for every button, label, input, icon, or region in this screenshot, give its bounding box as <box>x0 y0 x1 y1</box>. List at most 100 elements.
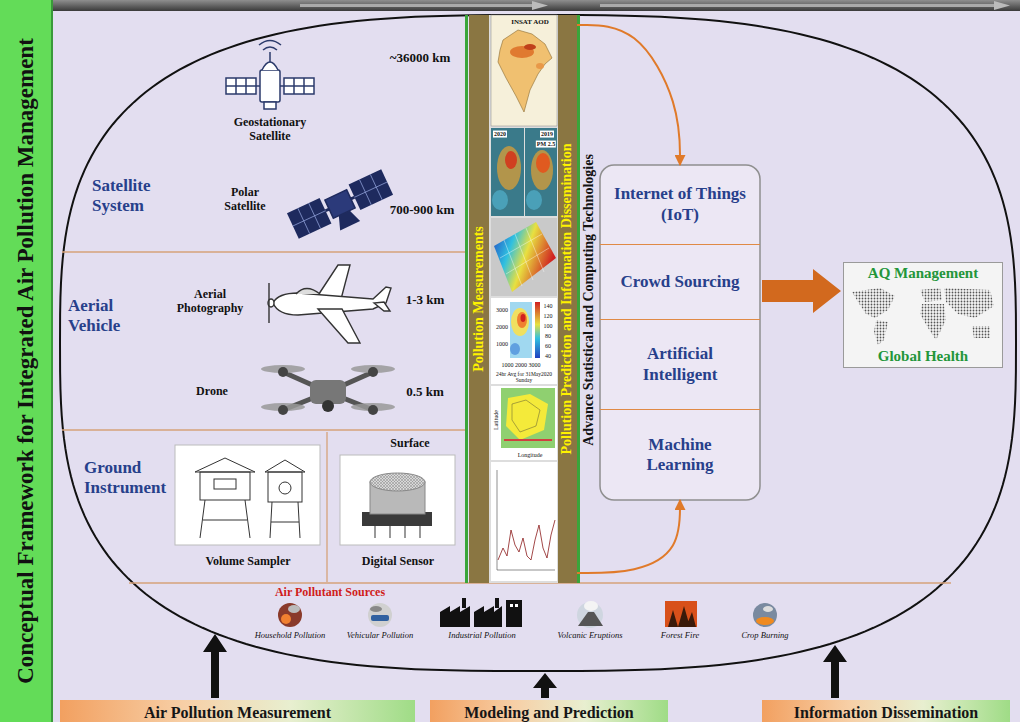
crop-burning-source <box>753 603 777 627</box>
geostationary-satellite <box>284 85 314 87</box>
world-map <box>920 288 942 302</box>
geostationary-satellite <box>269 52 271 62</box>
node-text: Ground Instrument <box>84 458 174 497</box>
source-label-box: Volcanic Eruptions <box>558 631 623 641</box>
technology-section: Artificial Intelligent <box>600 320 760 410</box>
volume-sampler <box>175 445 320 545</box>
contour-plot <box>517 312 527 328</box>
technology-heading-box: Advance Statistical and Computing Techno… <box>581 154 597 446</box>
colorbar-tick-box: 80 <box>545 333 551 340</box>
colorbar-tick: 120 <box>544 313 553 320</box>
framework-ellipse <box>60 15 1016 671</box>
industry-source <box>495 598 499 608</box>
world-map <box>944 288 994 318</box>
household-source <box>288 605 300 613</box>
node-text: Air Pollution Measurement <box>144 704 331 722</box>
industry-source <box>510 604 513 607</box>
axis-tick: 1000 <box>496 341 508 348</box>
title-bar: Conceptual Framework for Integrated Air … <box>0 0 52 722</box>
distance-label-box: ~36000 km <box>390 51 451 66</box>
contour-plot <box>491 298 557 384</box>
map-title: PM 2.5 <box>536 141 556 148</box>
surface-plot <box>491 218 557 296</box>
geostationary-satellite <box>260 70 280 102</box>
measurement-column <box>465 15 580 583</box>
plot-caption: 24hr Avg for 31May2020 Sunday <box>492 371 556 384</box>
measurement-column <box>465 15 468 583</box>
colorbar-tick-box: 100 <box>544 323 553 330</box>
outcome-box: AQ ManagementGlobal Health <box>843 262 1003 368</box>
digital-sensor <box>340 455 455 545</box>
volume-sampler <box>279 482 291 494</box>
geostationary-satellite <box>263 47 277 50</box>
pm25-map <box>491 128 524 216</box>
region-map <box>501 388 555 448</box>
region-map <box>491 386 557 460</box>
upward-arrow <box>203 634 847 698</box>
volume-sampler <box>271 522 299 523</box>
volume-sampler <box>195 458 305 538</box>
row-divider <box>62 251 465 252</box>
insat-aod-map <box>536 63 544 69</box>
world-map <box>843 262 1003 368</box>
world-map <box>843 262 1003 368</box>
volume-sampler <box>175 445 320 545</box>
surface-plot <box>494 222 556 292</box>
forest-fire-source <box>665 601 697 627</box>
crop-burning-source <box>756 617 774 625</box>
band-heading: Ground Instrument <box>84 450 174 506</box>
aerial-plane <box>296 289 320 295</box>
geostationary-satellite <box>259 41 281 46</box>
node-text: AQ Management <box>868 265 978 282</box>
axis-title: Longitude <box>518 452 543 459</box>
insat-aod-map <box>491 15 557 126</box>
title-text: Conceptual Framework for Integrated Air … <box>13 38 39 684</box>
crop-burning-source <box>753 603 777 627</box>
vertical-strip: Pollution Measurements <box>469 15 489 583</box>
drone <box>368 405 378 415</box>
distance-label: 0.5 km <box>406 385 444 400</box>
industry-source <box>474 606 502 627</box>
industry-source <box>462 598 466 608</box>
industry-source <box>506 600 522 627</box>
node-text: Information Dissemination <box>794 704 978 722</box>
technology-section: Machine Learning <box>600 410 760 500</box>
world-map <box>920 304 946 340</box>
geostationary-satellite <box>226 85 256 87</box>
band-heading: Aerial Vehicle <box>68 288 158 344</box>
geostationary-satellite <box>262 62 278 70</box>
region-map <box>491 386 557 460</box>
source-label: Crop Burning <box>741 631 788 641</box>
map-title-box: INSAT AOD <box>511 18 549 26</box>
top-bar <box>53 0 1020 11</box>
polar-satellite <box>287 198 331 239</box>
forest-fire-source <box>665 601 697 627</box>
vehicle-source <box>368 603 392 627</box>
stage-bar: Modeling and Prediction <box>430 700 668 722</box>
distance-label: 1-3 km <box>406 293 445 308</box>
colorbar-tick: 60 <box>545 343 551 350</box>
polar-satellite <box>293 211 326 226</box>
digital-sensor <box>340 455 455 545</box>
platform-label: Geostationary Satellite <box>220 116 320 144</box>
node-text: Pollution Prediction and Information Dis… <box>560 144 576 455</box>
digital-sensor <box>419 526 421 538</box>
surface-plot <box>506 248 549 274</box>
stage-bar: Air Pollution Measurement <box>60 700 415 722</box>
colorbar-tick: 140 <box>544 303 553 310</box>
source-label-box: Industrial Pollution <box>448 631 515 641</box>
row-divider <box>62 429 465 430</box>
geostationary-satellite <box>226 41 314 110</box>
vehicle-source <box>368 603 392 627</box>
top-bar <box>53 0 1020 11</box>
digital-sensor <box>374 526 376 538</box>
region-map <box>506 394 548 440</box>
pm25-map <box>492 190 508 210</box>
digital-sensor <box>404 526 406 538</box>
volcano-source <box>578 612 603 626</box>
insat-aod-map <box>491 15 557 126</box>
top-bar <box>994 1 1010 10</box>
volcano-source <box>577 602 603 628</box>
